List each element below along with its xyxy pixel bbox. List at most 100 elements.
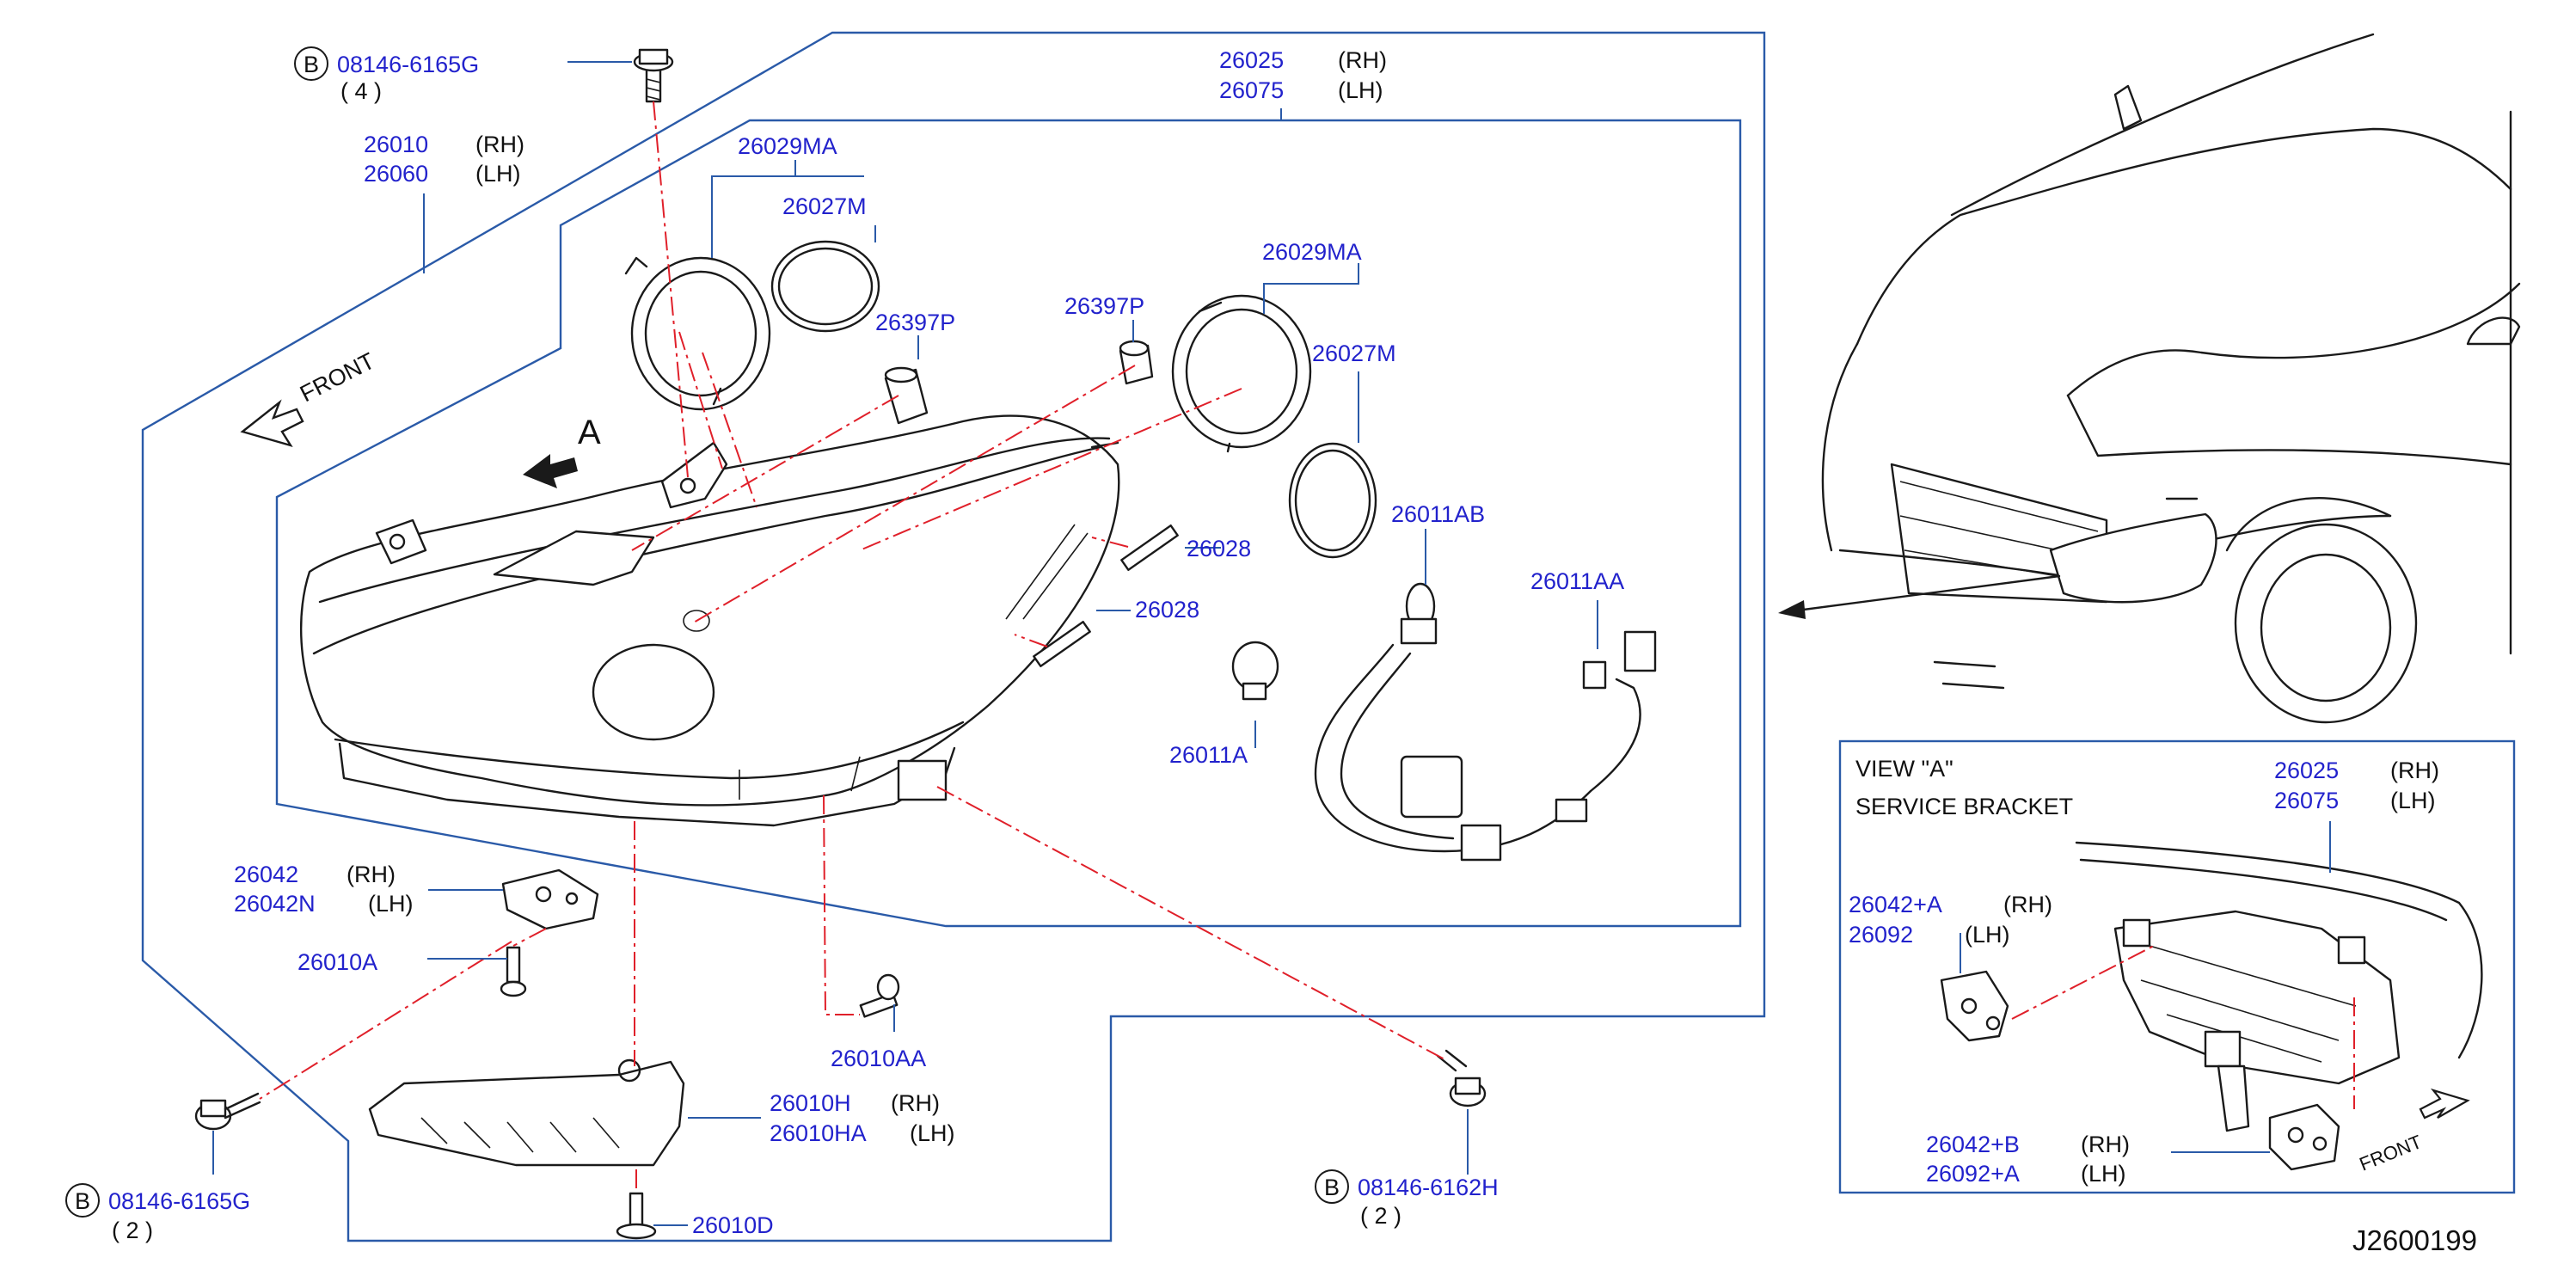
label-drl-lh[interactable]: 26010HA xyxy=(770,1120,867,1146)
left-mount-tab xyxy=(375,518,427,565)
qty-bolt-b-right: ( 2 ) xyxy=(1360,1203,1401,1229)
seal-2 xyxy=(1288,442,1377,559)
label-strip-2[interactable]: 26028 xyxy=(1135,597,1199,623)
label-housing-lh[interactable]: 26075 xyxy=(1219,77,1284,103)
grommet-1 xyxy=(884,366,929,425)
inset-label-bracket-a-lh[interactable]: 26092 xyxy=(1849,922,1913,948)
car-headlamp xyxy=(2049,512,2217,604)
label-bracket-lh[interactable]: 26042N xyxy=(234,891,316,917)
side-bracket-rh: (RH) xyxy=(347,862,396,887)
headlamp-lens-curve xyxy=(318,437,1111,604)
bracket-26042 xyxy=(501,868,599,930)
screw-26010a xyxy=(500,946,527,997)
inset-label-bracket-b-lh[interactable]: 26092+A xyxy=(1926,1161,2020,1187)
inset-subtitle: SERVICE BRACKET xyxy=(1855,794,2073,819)
car-front-wheel-inner xyxy=(2260,553,2392,702)
label-screw-aa[interactable]: 26010AA xyxy=(831,1046,926,1071)
label-drl-rh[interactable]: 26010H xyxy=(770,1090,851,1116)
label-bolt-b-top[interactable]: 08146-6165G xyxy=(337,52,479,77)
wiring-harness xyxy=(1314,630,1657,862)
side-headlamp-lh: (LH) xyxy=(475,161,521,187)
label-cap-1[interactable]: 26029MA xyxy=(738,133,837,159)
label-bulb-a[interactable]: 26011A xyxy=(1169,742,1248,768)
cap-2 xyxy=(1171,294,1312,453)
svg-text:B: B xyxy=(1324,1175,1340,1200)
label-socket-ab[interactable]: 26011AB xyxy=(1391,501,1485,527)
headlamp-lens-edge xyxy=(312,445,1102,655)
inset-side-bracket-a-lh: (LH) xyxy=(1965,922,2010,948)
label-bracket-rh[interactable]: 26042 xyxy=(234,862,298,887)
seal-1-inner xyxy=(777,247,874,326)
inset-bracket-b xyxy=(2268,1103,2340,1171)
label-strip-1[interactable]: 26028 xyxy=(1187,536,1251,561)
assembly-lines xyxy=(259,101,1445,1192)
inset-side-housing-lh: (LH) xyxy=(2390,788,2436,813)
inset-side-bracket-b-lh: (LH) xyxy=(2081,1161,2126,1187)
side-bracket-lh: (LH) xyxy=(368,891,414,917)
grommet-2 xyxy=(1119,340,1154,385)
label-bolt-b-right[interactable]: 08146-6162H xyxy=(1358,1175,1499,1200)
label-headlamp-rh[interactable]: 26010 xyxy=(364,132,428,157)
headlamp-lower-edge xyxy=(334,721,965,780)
inset-side-housing-rh: (RH) xyxy=(2390,758,2439,783)
label-screw-d[interactable]: 26010D xyxy=(692,1212,774,1238)
inset-front-label: FRONT xyxy=(2357,1131,2426,1175)
inset-title: VIEW "A" xyxy=(1855,756,1953,782)
inset-label-bracket-b-rh[interactable]: 26042+B xyxy=(1926,1132,2020,1157)
inset-front-arrow xyxy=(2419,1088,2470,1120)
label-bolt-b-left[interactable]: 08146-6165G xyxy=(108,1188,250,1214)
front-direction-arrow xyxy=(240,399,304,448)
socket-aa-connector xyxy=(1623,630,1657,672)
inset-label-bracket-a-rh[interactable]: 26042+A xyxy=(1849,892,1942,917)
outer-assembly-frame xyxy=(141,31,1766,1242)
screw-26010d xyxy=(616,1192,657,1240)
lower-connector-block xyxy=(897,759,948,801)
inset-label-housing-lh[interactable]: 26075 xyxy=(2274,788,2339,813)
inset-view-a-drawing xyxy=(1940,841,2483,1171)
seal-1 xyxy=(770,240,880,333)
label-seal-2[interactable]: 26027M xyxy=(1312,340,1396,366)
bolt-b-right xyxy=(1436,1049,1487,1107)
leader-lines xyxy=(212,61,2331,1226)
side-headlamp-rh: (RH) xyxy=(475,132,524,157)
projector-inner xyxy=(683,610,710,632)
label-socket-aa[interactable]: 26011AA xyxy=(1530,568,1624,594)
top-mount-tab xyxy=(660,441,728,509)
screw-26010aa xyxy=(859,973,900,1018)
side-drl-lh: (LH) xyxy=(910,1120,955,1146)
left-mount-hole xyxy=(389,533,406,550)
inset-bracket-a xyxy=(1940,970,2009,1042)
top-mount-hole xyxy=(679,477,696,494)
view-a-marker: A xyxy=(578,414,601,451)
projector-lens xyxy=(592,643,715,741)
b-marker-right: B xyxy=(1315,1169,1349,1204)
inner-housing-frame xyxy=(275,119,1742,928)
label-seal-1[interactable]: 26027M xyxy=(782,193,867,219)
front-label-main: FRONT xyxy=(296,347,378,407)
strip-2 xyxy=(1033,620,1091,668)
label-headlamp-lh[interactable]: 26060 xyxy=(364,161,428,187)
view-a-arrow xyxy=(523,454,578,488)
strip-1 xyxy=(1120,524,1179,572)
assembly-frames xyxy=(141,31,2516,1242)
inset-side-bracket-b-rh: (RH) xyxy=(2081,1132,2130,1157)
car-front-wheel xyxy=(2234,523,2418,724)
inset-label-housing-rh[interactable]: 26025 xyxy=(2274,758,2339,783)
svg-text:B: B xyxy=(75,1188,90,1214)
qty-bolt-b-top: ( 4 ) xyxy=(340,78,382,104)
view-pointer-arrow xyxy=(1778,574,2061,619)
view-a-inset-frame xyxy=(1838,739,2516,1194)
inset-labels: VIEW "A" SERVICE BRACKET 26025 (RH) 2607… xyxy=(1849,756,2439,1187)
headlamp-assembly xyxy=(299,414,1120,827)
label-grommet-2[interactable]: 26397P xyxy=(1064,293,1144,319)
label-screw-a[interactable]: 26010A xyxy=(297,949,377,975)
qty-bolt-b-left: ( 2 ) xyxy=(112,1218,153,1243)
seal-2-inner xyxy=(1294,449,1371,552)
bolt-top xyxy=(633,48,674,103)
label-grommet-1[interactable]: 26397P xyxy=(875,310,955,335)
side-drl-rh: (RH) xyxy=(891,1090,940,1116)
label-housing-rh[interactable]: 26025 xyxy=(1219,47,1284,73)
diagram-code: J2600199 xyxy=(2352,1224,2477,1256)
label-cap-2[interactable]: 26029MA xyxy=(1262,239,1362,265)
